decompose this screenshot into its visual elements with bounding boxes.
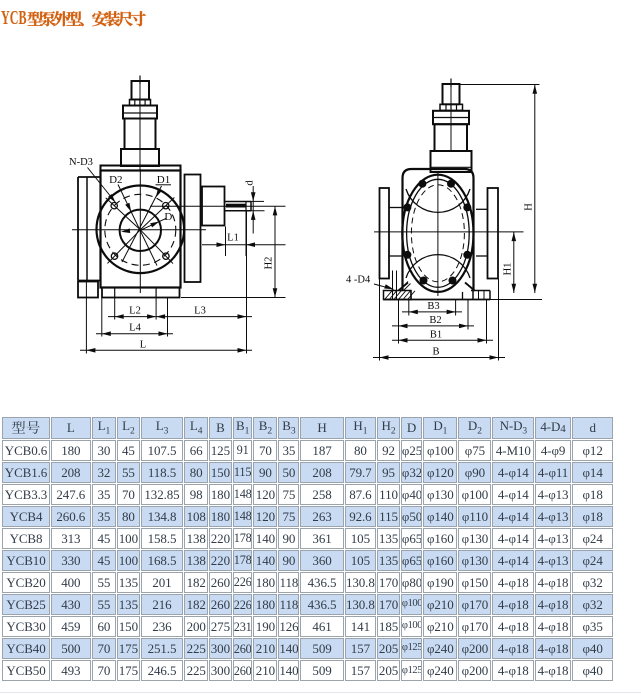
svg-text:L3: L3 [194, 306, 206, 317]
svg-text:N-D3: N-D3 [69, 157, 93, 168]
svg-text:L1: L1 [227, 233, 239, 244]
svg-text:B2: B2 [429, 315, 441, 326]
svg-text:4 -D4: 4 -D4 [346, 275, 371, 286]
svg-text:YCB: YCB [1, 8, 27, 29]
svg-text:B1: B1 [430, 329, 442, 340]
svg-text:L4: L4 [129, 323, 141, 334]
svg-text:H: H [523, 203, 534, 211]
svg-text:L2: L2 [129, 306, 141, 317]
svg-text:d: d [245, 180, 256, 186]
svg-text:D2: D2 [109, 174, 122, 186]
svg-text:D1: D1 [157, 174, 170, 186]
svg-text:B3: B3 [427, 301, 439, 312]
svg-text:L: L [140, 339, 146, 350]
svg-text:H2: H2 [264, 257, 275, 270]
svg-text:H1: H1 [502, 263, 513, 276]
svg-text:D: D [164, 211, 172, 223]
svg-text:B: B [432, 347, 439, 358]
